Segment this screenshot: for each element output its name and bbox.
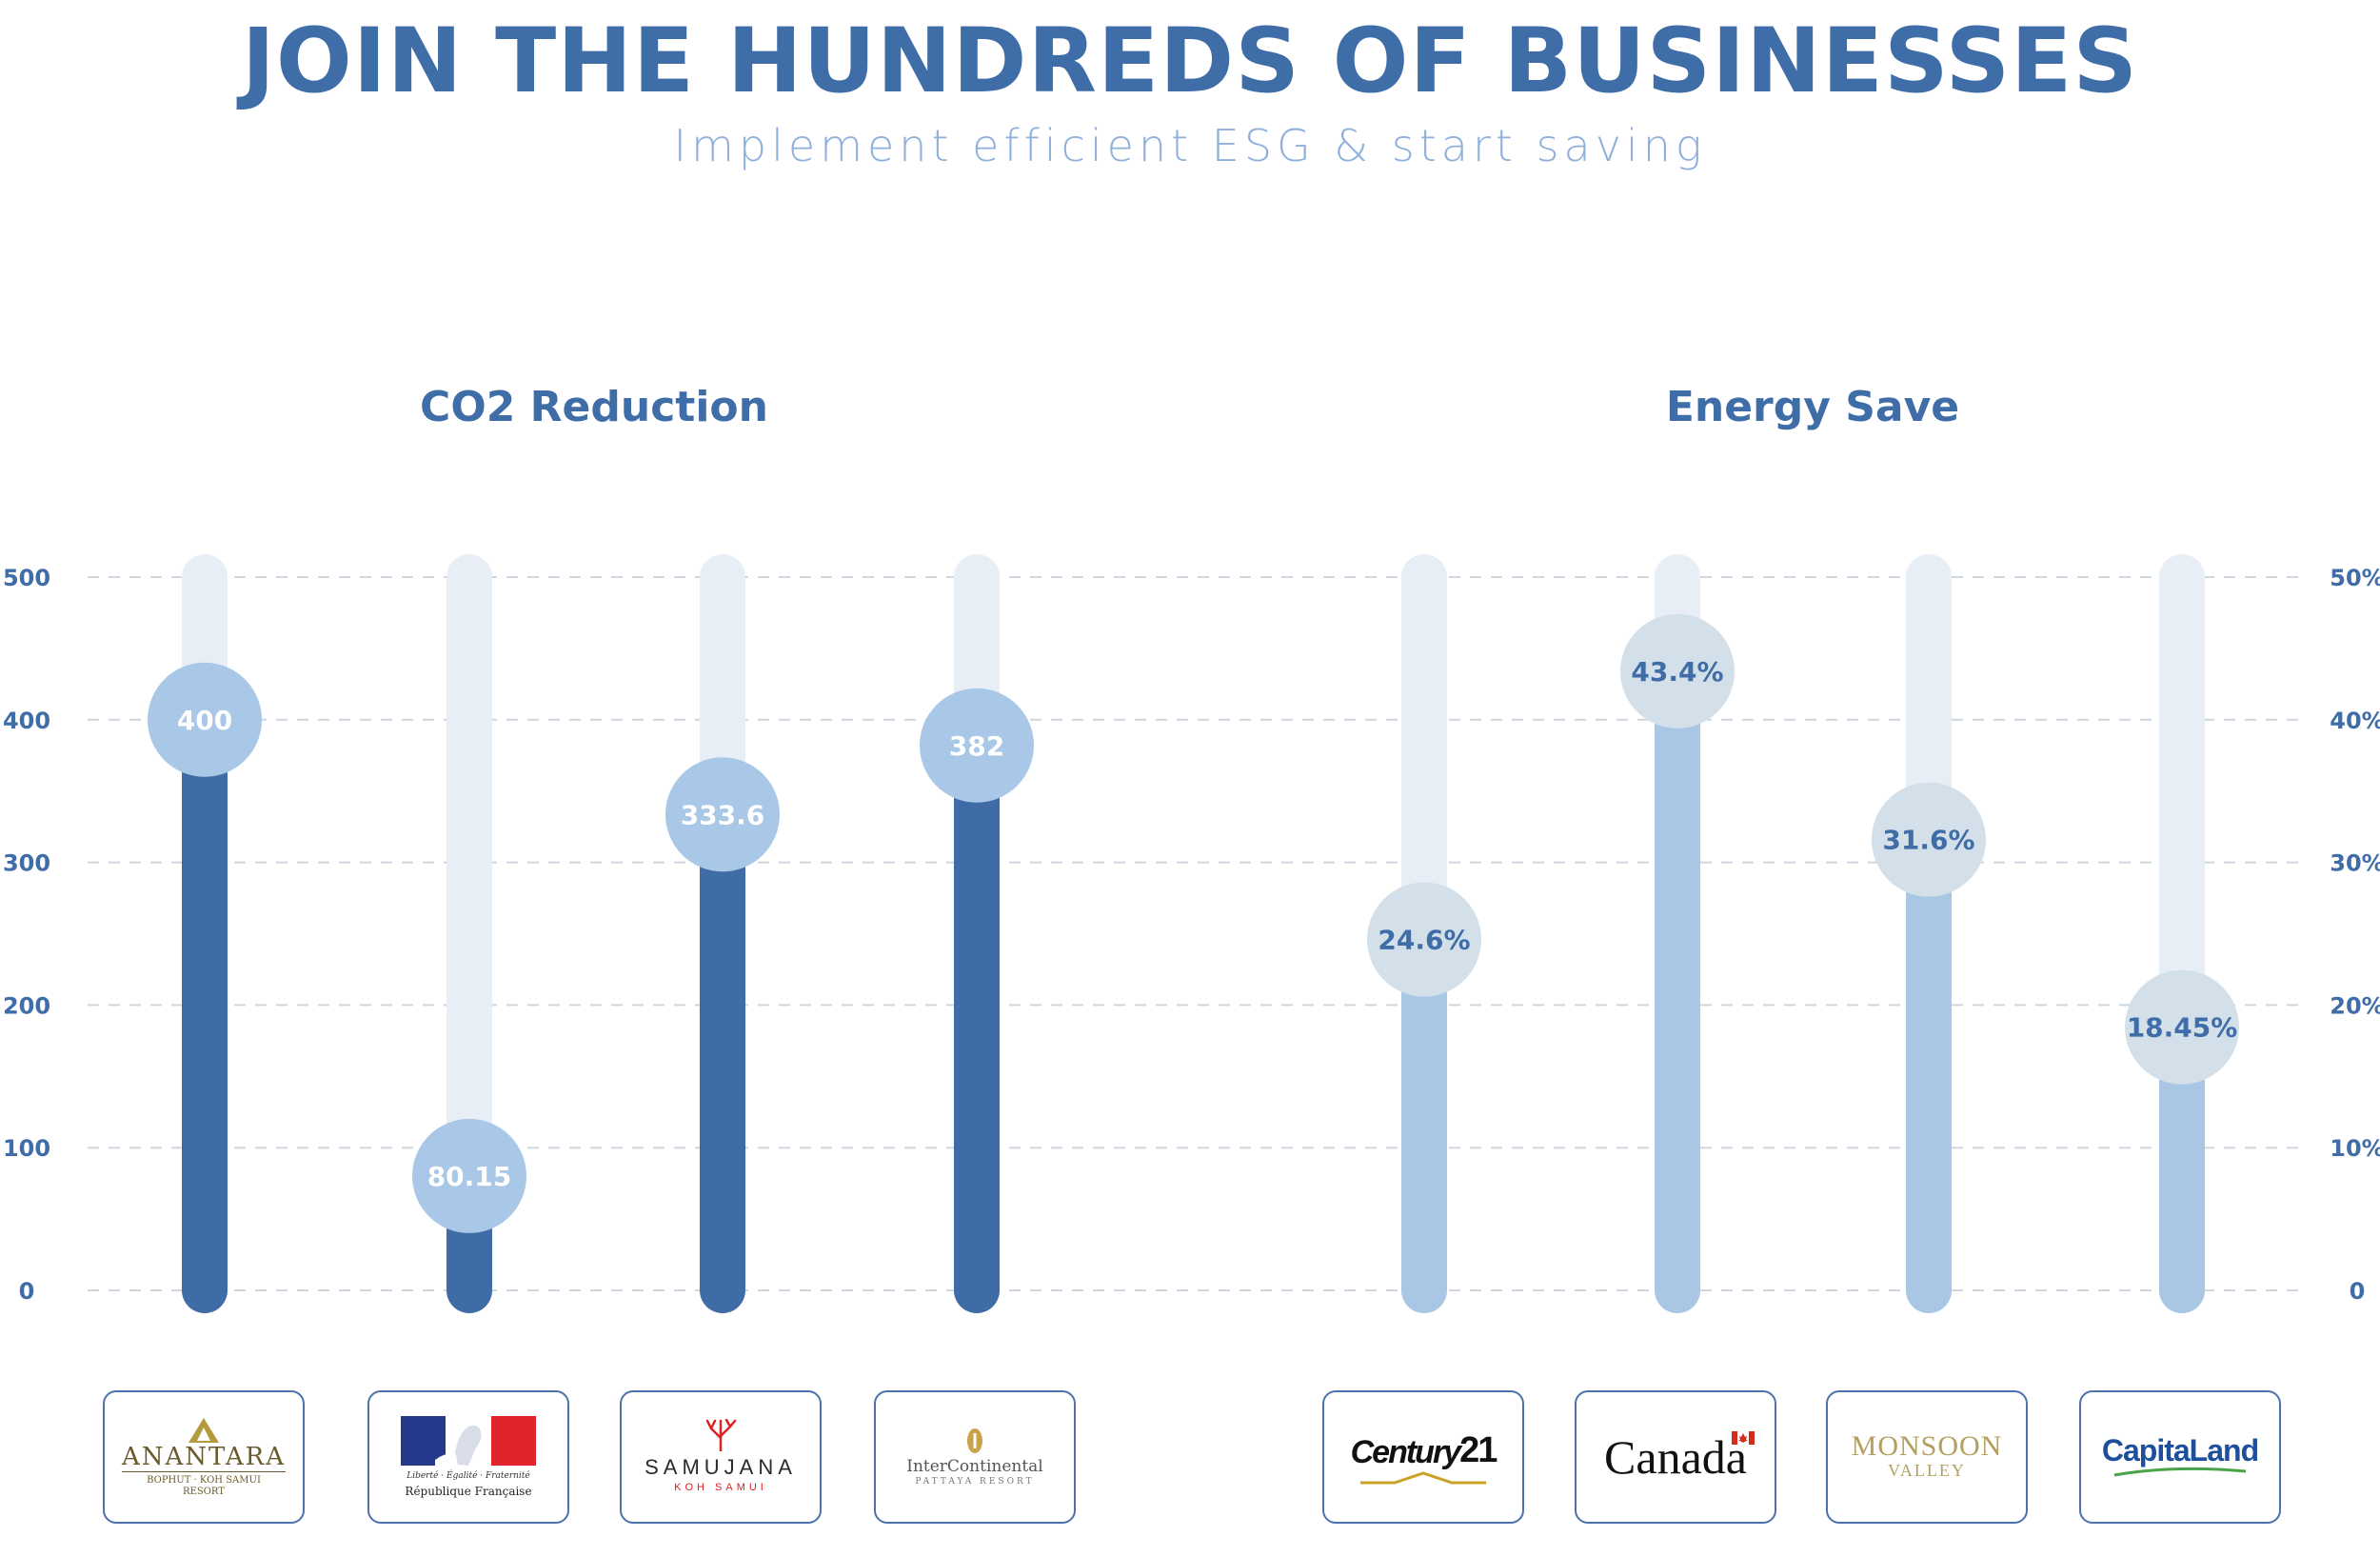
logo-century21: Century 21 — [1322, 1390, 1524, 1524]
co2-y-tick-label: 200 — [3, 992, 50, 1019]
century-number: 21 — [1459, 1429, 1497, 1470]
ic-emblem-icon — [967, 1428, 982, 1454]
intercontinental-location: PATTAYA RESORT — [915, 1477, 1035, 1487]
monsoon-name: MONSOON — [1851, 1430, 2003, 1463]
energy-data-label: 24.6% — [1378, 924, 1470, 955]
co2-data-label: 333.6 — [681, 799, 765, 830]
capitaland-swoosh-icon — [2113, 1467, 2247, 1477]
canada-flag-icon — [1731, 1431, 1755, 1445]
energy-data-label: 43.4% — [1631, 656, 1723, 688]
logo-intercontinental: InterContinental PATTAYA RESORT — [874, 1390, 1076, 1524]
energy-bar-knob — [2125, 969, 2239, 1085]
logo-anantara: ANANTARA BOPHUT · KOH SAMUI RESORT — [103, 1390, 305, 1524]
co2-y-tick-label: 500 — [3, 565, 50, 591]
co2-data-label: 382 — [949, 730, 1004, 762]
co2-data-label: 80.15 — [427, 1161, 512, 1192]
logo-monsoon-valley: MONSOON VALLEY — [1826, 1390, 2028, 1524]
anantara-resort: RESORT — [183, 1487, 225, 1497]
co2-y-tick-label: 300 — [3, 850, 50, 877]
co2-bar-knob — [148, 662, 262, 777]
century-name: Century — [1350, 1433, 1461, 1470]
energy-y-tick-label: 0 — [2350, 1278, 2366, 1305]
century-roof-icon — [1360, 1470, 1486, 1484]
logo-canada: Canada — [1575, 1390, 1776, 1524]
co2-y-tick-label: 100 — [3, 1135, 50, 1162]
anantara-name: ANANTARA — [121, 1443, 287, 1472]
rf-name: République Française — [405, 1484, 532, 1498]
co2-y-tick-label: 400 — [3, 708, 50, 734]
energy-y-tick-label: 50% — [2330, 565, 2380, 591]
co2-data-label: 400 — [177, 705, 232, 736]
capitaland-name: CapitaLand — [2101, 1433, 2259, 1467]
energy-data-label: 31.6% — [1882, 825, 1974, 856]
co2-bar-knob — [665, 757, 780, 872]
energy-bar-knob — [1367, 882, 1481, 997]
marianne-flag-icon — [401, 1415, 536, 1466]
coral-icon — [705, 1419, 737, 1452]
energy-data-label: 18.45% — [2127, 1012, 2238, 1044]
co2-chart-title: CO2 Reduction — [420, 383, 768, 431]
page-title: JOIN THE HUNDREDS OF BUSINESSES — [241, 10, 2139, 113]
intercontinental-name: InterContinental — [906, 1457, 1043, 1477]
samujana-location: KOH SAMUI — [674, 1482, 767, 1494]
energy-y-tick-label: 40% — [2330, 708, 2380, 734]
energy-y-tick-label: 10% — [2330, 1135, 2380, 1162]
energy-chart-title: Energy Save — [1666, 383, 1959, 431]
logo-samujana: SAMUJANA KOH SAMUI — [620, 1390, 822, 1524]
samujana-name: SAMUJANA — [645, 1455, 797, 1480]
rf-motto: Liberté · Égalité · Fraternité — [407, 1470, 530, 1481]
monsoon-valley-text: VALLEY — [1888, 1461, 1966, 1481]
energy-y-tick-label: 30% — [2330, 850, 2380, 877]
co2-y-tick-label: 0 — [19, 1278, 35, 1305]
energy-y-tick-label: 20% — [2330, 992, 2380, 1019]
logo-republique-francaise: Liberté · Égalité · Fraternité Républiqu… — [367, 1390, 569, 1524]
anantara-emblem-icon — [188, 1418, 219, 1443]
page-subtitle: Implement efficient ESG & start saving — [673, 120, 1707, 171]
canada-wordmark: Canada — [1604, 1430, 1747, 1484]
co2-bar-knob — [412, 1118, 526, 1233]
energy-bar-knob — [1872, 782, 1986, 897]
logo-capitaland: CapitaLand — [2079, 1390, 2281, 1524]
energy-bar-knob — [1620, 613, 1735, 729]
co2-bar-knob — [920, 688, 1034, 803]
anantara-location: BOPHUT · KOH SAMUI — [147, 1475, 261, 1486]
